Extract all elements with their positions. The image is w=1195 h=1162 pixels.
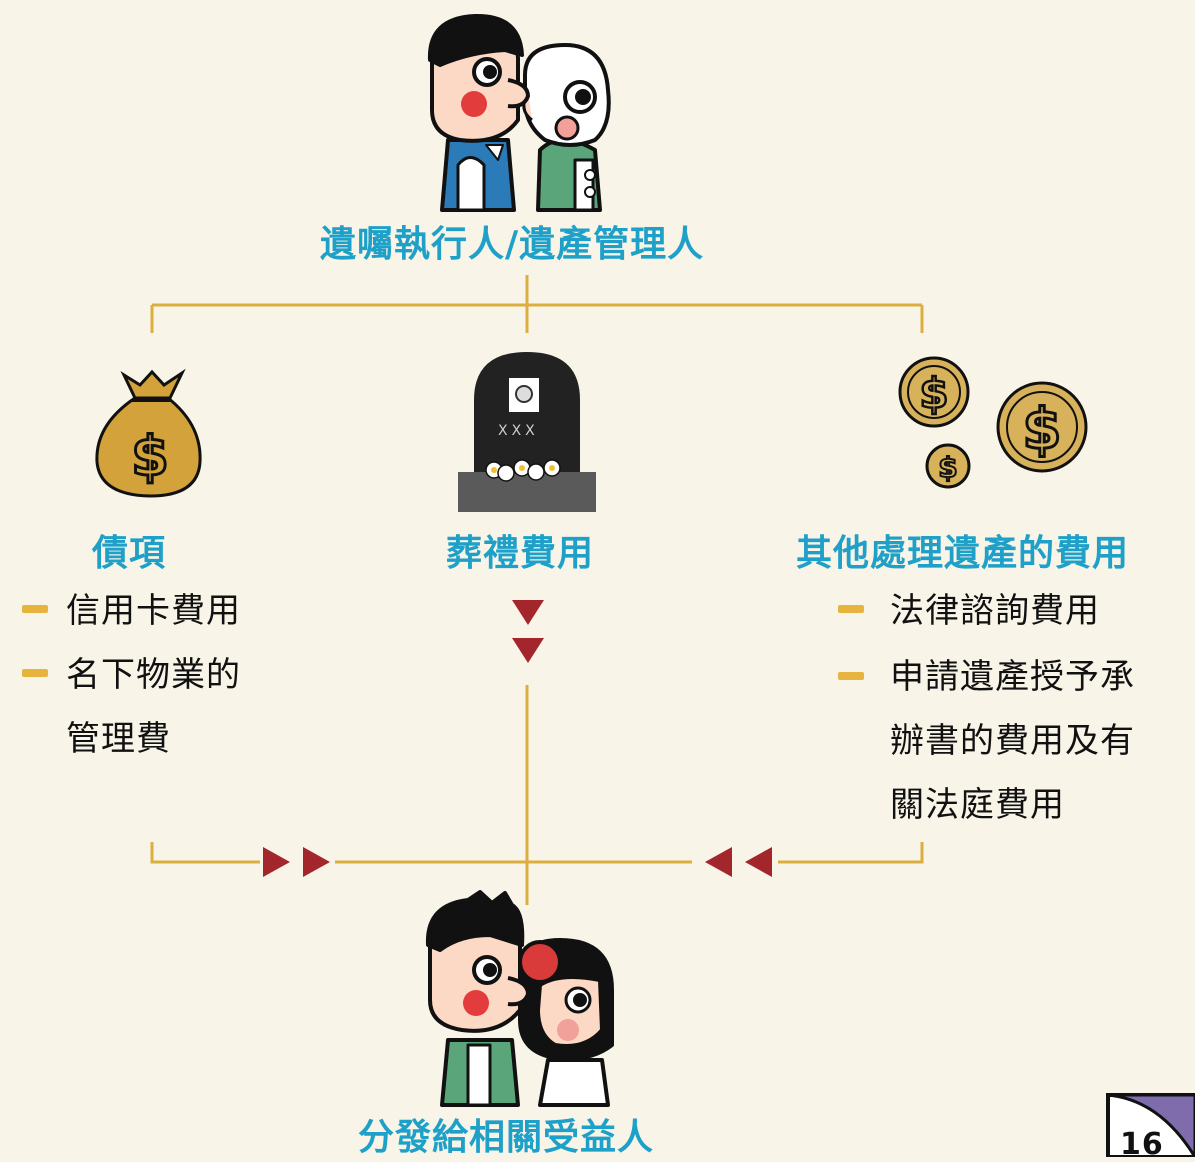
bullet-dash: [22, 605, 48, 613]
svg-text:$: $: [131, 425, 169, 488]
other-item-grant: 申請遺產授予承: [890, 657, 1135, 697]
coins-icon: $ $ $: [898, 356, 1088, 489]
svg-text:$: $: [938, 451, 957, 484]
bullet-dash: [838, 672, 864, 680]
executor-people-icon: [427, 13, 611, 212]
connector-lines: [150, 275, 924, 905]
tombstone-text: XXX: [498, 423, 539, 439]
executor-label: 遺囑執行人/遺產管理人: [320, 224, 705, 265]
other-item-grant-cont: 辦書的費用及有: [890, 721, 1135, 761]
debts-item-property-cont: 管理費: [66, 719, 171, 759]
other-item-court: 關法庭費用: [890, 785, 1065, 825]
debts-title: 債項: [92, 533, 167, 574]
down-arrows: [512, 600, 544, 663]
funeral-title: 葬禮費用: [446, 533, 595, 574]
right-arrows: [263, 847, 330, 877]
tombstone-icon: [458, 352, 596, 512]
bullet-dash: [838, 605, 864, 613]
beneficiaries-label: 分發給相關受益人: [358, 1117, 655, 1158]
svg-text:$: $: [1023, 397, 1062, 462]
debts-item-property: 名下物業的: [66, 655, 241, 695]
debts-item-credit-card: 信用卡費用: [66, 591, 241, 631]
other-costs-title: 其他處理遺產的費用: [796, 533, 1130, 574]
left-arrows: [705, 847, 772, 877]
other-item-legal: 法律諮詢費用: [890, 591, 1100, 631]
svg-text:$: $: [919, 369, 948, 418]
beneficiaries-icon: [425, 890, 614, 1107]
page-number: 16: [1120, 1127, 1164, 1162]
bullet-dash: [22, 669, 48, 677]
page-corner-icon: [1106, 1093, 1195, 1157]
money-bag-icon: $: [95, 368, 202, 498]
